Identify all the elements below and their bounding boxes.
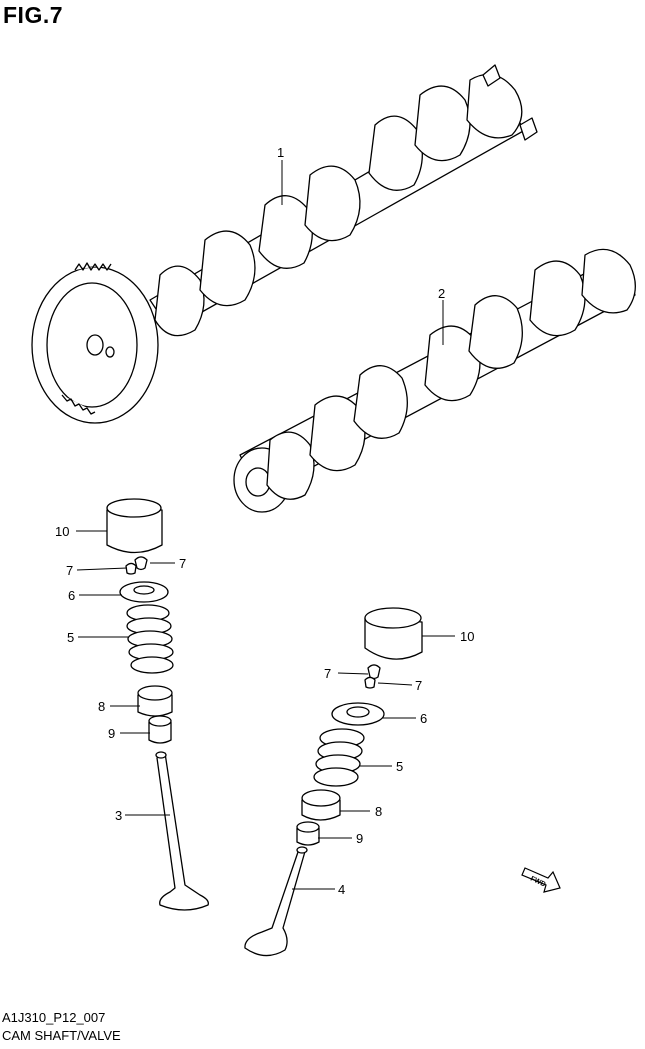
fwd-arrow-icon: FWD bbox=[521, 867, 561, 893]
valve-guide-right[interactable] bbox=[296, 821, 320, 846]
exploded-parts-diagram: FWD 1 2 3 4 5 5 6 6 7 7 7 7 8 8 bbox=[31, 64, 636, 957]
valve-seal-left[interactable] bbox=[137, 685, 173, 717]
callout-6-right: 6 bbox=[420, 711, 427, 726]
callout-6-left: 6 bbox=[68, 588, 75, 603]
cotter-right[interactable] bbox=[364, 664, 381, 689]
leader-lines bbox=[76, 160, 455, 890]
valve-spring-right[interactable] bbox=[313, 728, 365, 787]
exhaust-valve-right[interactable] bbox=[244, 846, 308, 957]
callout-8-right: 8 bbox=[375, 804, 382, 819]
figure-title: FIG.7 bbox=[3, 2, 64, 28]
callout-10-right: 10 bbox=[460, 629, 474, 644]
camshaft-intake[interactable] bbox=[31, 64, 538, 424]
intake-valve-left[interactable] bbox=[155, 751, 209, 911]
valve-spring-left[interactable] bbox=[126, 604, 174, 674]
callout-7-left-a: 7 bbox=[66, 563, 73, 578]
cotter-left[interactable] bbox=[125, 556, 148, 575]
callout-8-left: 8 bbox=[98, 699, 105, 714]
camshaft-exhaust[interactable] bbox=[233, 248, 636, 513]
callout-10-left: 10 bbox=[55, 524, 69, 539]
callout-7-right-b: 7 bbox=[415, 678, 422, 693]
callout-labels: 1 2 3 4 5 5 6 6 7 7 7 7 8 8 9 9 10 10 bbox=[55, 145, 474, 897]
callout-2: 2 bbox=[438, 286, 445, 301]
callout-5-left: 5 bbox=[67, 630, 74, 645]
callout-4: 4 bbox=[338, 882, 345, 897]
valve-seal-right[interactable] bbox=[301, 789, 341, 821]
spring-retainer-right[interactable] bbox=[331, 702, 385, 726]
spring-retainer-left[interactable] bbox=[119, 581, 169, 603]
callout-9-left: 9 bbox=[108, 726, 115, 741]
callout-1: 1 bbox=[277, 145, 284, 160]
valve-lifter-left[interactable] bbox=[106, 498, 163, 554]
callout-3: 3 bbox=[115, 808, 122, 823]
valve-guide-left[interactable] bbox=[148, 715, 172, 744]
callout-7-left-b: 7 bbox=[179, 556, 186, 571]
callout-5-right: 5 bbox=[396, 759, 403, 774]
callout-7-right-a: 7 bbox=[324, 666, 331, 681]
valve-lifter-right[interactable] bbox=[364, 607, 423, 660]
figure-code: A1J310_P12_007 bbox=[2, 1010, 106, 1025]
figure-caption: CAM SHAFT/VALVE bbox=[2, 1028, 121, 1043]
callout-9-right: 9 bbox=[356, 831, 363, 846]
